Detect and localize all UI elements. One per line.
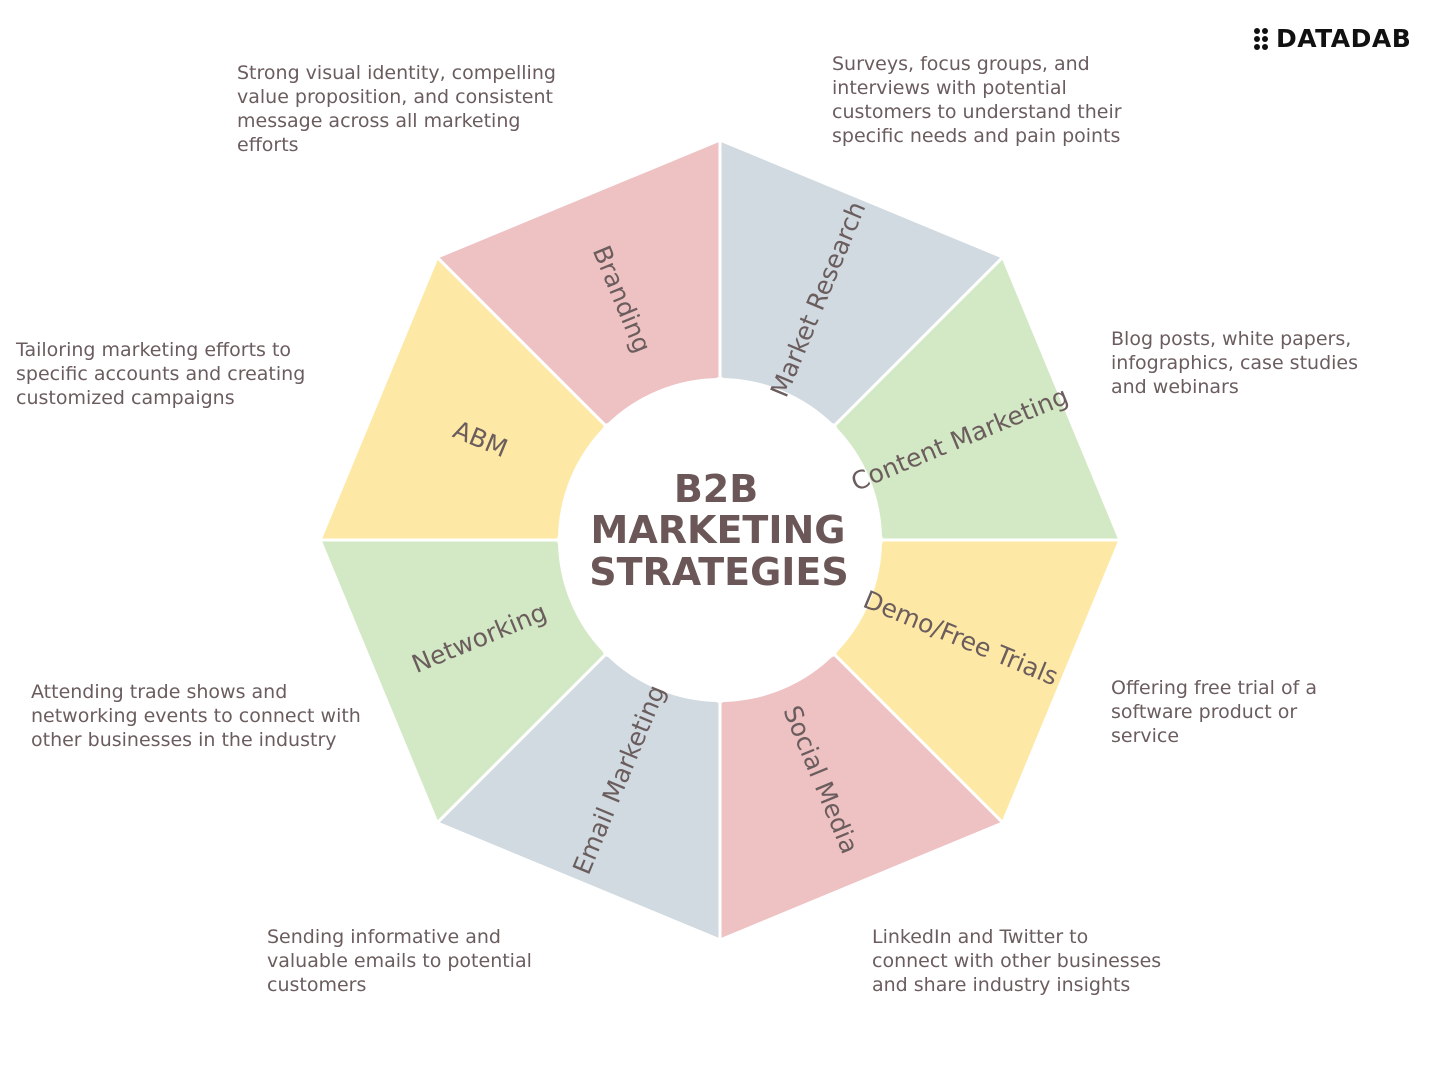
demo-free-trials-description: Offering free trial of a software produc…: [1111, 677, 1317, 747]
dots-icon: [1254, 27, 1268, 50]
branding-description: Strong visual identity, compelling value…: [237, 62, 556, 156]
brand-name: DATADAB: [1276, 24, 1412, 53]
social-media-description: LinkedIn and Twitter to connect with oth…: [872, 926, 1162, 996]
email-marketing-description: Sending informative and valuable emails …: [267, 926, 532, 996]
networking-description: Attending trade shows and networking eve…: [31, 681, 361, 751]
wheel-segments: [317, 137, 1123, 943]
market-research-description: Surveys, focus groups, and interviews wi…: [832, 53, 1122, 147]
center-title-line-1: B2B: [674, 467, 758, 511]
center-hub: [558, 378, 882, 702]
abm-description: Tailoring marketing efforts to specific …: [16, 339, 306, 409]
content-marketing-description: Blog posts, white papers, infographics, …: [1111, 328, 1358, 398]
center-title-line-2: MARKETING: [591, 508, 846, 552]
datadab-logo: DATADAB: [1254, 24, 1411, 53]
center-title-line-3: STRATEGIES: [589, 550, 849, 594]
